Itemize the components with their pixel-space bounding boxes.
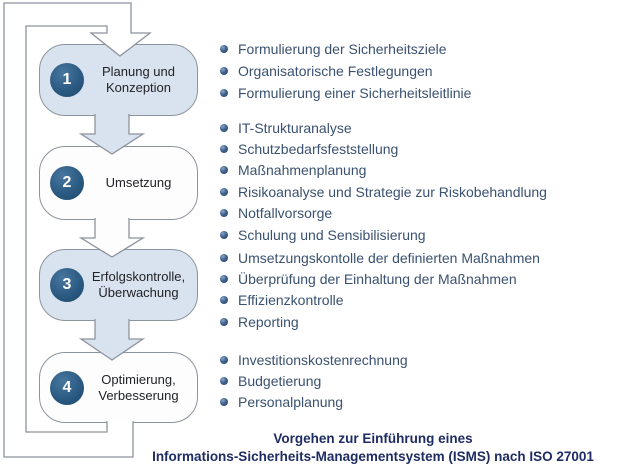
list-item: Investitionskostenrechnung	[218, 349, 408, 370]
bullet-icon	[220, 398, 228, 407]
stage-label-1: Planung und Konzeption	[101, 64, 175, 95]
bullet-icon	[220, 275, 228, 284]
bullet-icon	[220, 230, 228, 239]
list-item: Maßnahmenplanung	[218, 160, 547, 181]
bullet-icon	[220, 145, 228, 154]
list-item: Überprüfung der Einhaltung der Maßnahmen	[218, 268, 540, 289]
diagram-caption: Vorgehen zur Einführung eines Informatio…	[108, 430, 638, 466]
bullet-icon	[220, 377, 228, 386]
bullet-icon	[220, 166, 228, 175]
list-stage-3: Umsetzungskontolle der definierten Maßna…	[218, 247, 540, 333]
list-item: Effizienzkontrolle	[218, 290, 540, 311]
stage-box-4-optimierung: 4 Optimierung, Verbesserung	[39, 352, 198, 423]
bullet-icon	[220, 296, 228, 305]
list-item: Budgetierung	[218, 370, 408, 391]
stage-number-badge-1: 1	[50, 63, 84, 97]
list-item: Formulierung der Sicherheitsziele	[218, 38, 471, 60]
bullet-icon	[220, 45, 228, 53]
list-item: Formulierung einer Sicherheitsleitlinie	[218, 82, 471, 104]
bullet-icon	[220, 123, 228, 132]
bullet-icon	[220, 317, 228, 326]
bullet-icon	[220, 89, 228, 97]
bullet-icon	[220, 209, 228, 218]
list-item: Notfallvorsorge	[218, 203, 547, 224]
list-item: Organisatorische Festlegungen	[218, 60, 471, 82]
stage-number-badge-2: 2	[50, 166, 84, 200]
stage-box-2-umsetzung: 2 Umsetzung	[39, 146, 198, 220]
list-item: IT-Strukturanalyse	[218, 117, 547, 138]
stage-box-1-planung: 1 Planung und Konzeption	[39, 44, 198, 116]
list-item: Schutzbedarfsfeststellung	[218, 138, 547, 159]
stage-label-2: Umsetzung	[105, 175, 172, 190]
list-stage-1: Formulierung der Sicherheitsziele Organi…	[218, 38, 471, 104]
list-stage-4: Investitionskostenrechnung Budgetierung …	[218, 349, 408, 413]
stage-number-badge-3: 3	[50, 268, 84, 302]
stage-box-3-erfolgskontrolle: 3 Erfolgskontrolle, Überwachung	[39, 249, 198, 321]
stage-number-badge-4: 4	[50, 370, 84, 405]
caption-line-1: Vorgehen zur Einführung eines	[273, 431, 473, 446]
list-item: Umsetzungskontolle der definierten Maßna…	[218, 247, 540, 268]
list-item: Risikoanalyse und Strategie zur Riskobeh…	[218, 181, 547, 202]
caption-line-2: Informations-Sicherheits-Managementsyste…	[152, 449, 594, 464]
list-item: Reporting	[218, 311, 540, 332]
bullet-icon	[220, 187, 228, 196]
list-stage-2: IT-Strukturanalyse Schutzbedarfsfeststel…	[218, 117, 547, 245]
stage-label-3: Erfolgskontrolle, Überwachung	[91, 269, 186, 300]
list-item: Schulung und Sensibilisierung	[218, 224, 547, 245]
bullet-icon	[220, 253, 228, 262]
stage-label-4: Optimierung, Verbesserung	[98, 371, 179, 403]
bullet-icon	[220, 355, 228, 364]
list-item: Personalplanung	[218, 392, 408, 413]
bullet-icon	[220, 67, 228, 75]
